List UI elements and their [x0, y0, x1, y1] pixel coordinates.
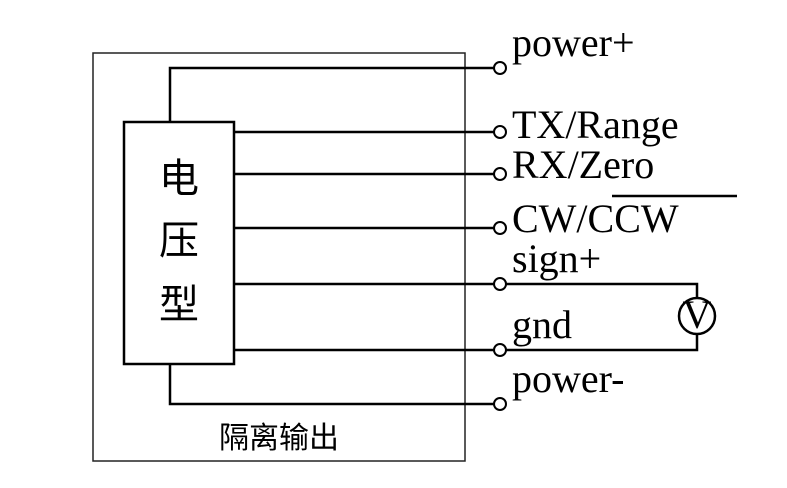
terminal-power-minus: [493, 397, 507, 411]
module-char-2: 压: [159, 218, 199, 264]
voltmeter-icon: [677, 296, 717, 336]
terminal-cw-ccw: [493, 221, 507, 235]
terminal-gnd: [493, 343, 507, 357]
wire-meter-top: [506, 282, 699, 298]
enclosure-box: [92, 52, 466, 462]
terminal-power-plus: [493, 61, 507, 75]
label-gnd: gnd: [512, 302, 572, 347]
label-tx-range: TX/Range: [512, 102, 679, 147]
enclosure-caption: 隔离输出: [219, 421, 339, 456]
voltmeter-symbol: V: [683, 292, 712, 337]
label-power-plus: power+: [512, 20, 635, 65]
module-char-3: 型: [159, 282, 199, 328]
wire-power-minus: [168, 364, 494, 406]
terminal-sign-plus: [493, 277, 507, 291]
label-rx-zero: RX/Zero: [512, 142, 654, 187]
label-cw-ccw: CW/CCW: [512, 196, 679, 241]
module-char-1: 电: [159, 156, 199, 202]
label-sign-plus: sign+: [512, 236, 601, 281]
module-box: [122, 120, 236, 366]
terminal-rx-zero: [493, 167, 507, 181]
wire-power-plus: [168, 66, 494, 122]
label-power-minus: power-: [512, 356, 624, 401]
wire-meter-bottom: [506, 334, 699, 352]
label-ccw: CCW: [588, 196, 679, 241]
label-cw: CW/: [512, 196, 588, 241]
terminal-tx-range: [493, 125, 507, 139]
